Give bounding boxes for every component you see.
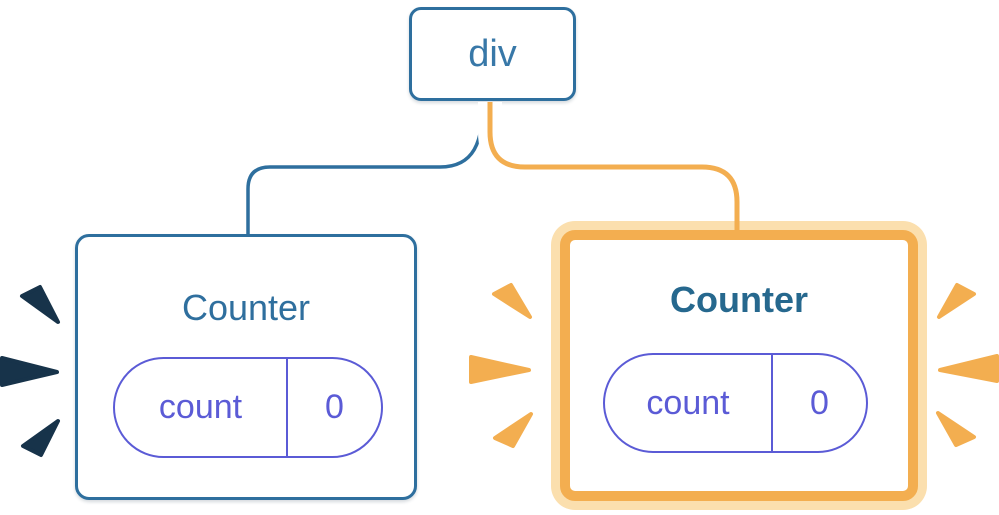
state-value: 0 xyxy=(771,355,866,451)
state-pill: count 0 xyxy=(113,357,383,458)
counter-card-left: Counter count 0 xyxy=(75,234,417,500)
spark-icon xyxy=(493,412,533,448)
node-div: div xyxy=(409,7,576,101)
edge-highlight-halo xyxy=(478,102,749,221)
state-pill: count 0 xyxy=(603,353,868,453)
sparks-right-counter-left-side xyxy=(469,283,533,448)
spark-icon xyxy=(21,419,60,457)
spark-icon xyxy=(469,355,531,384)
edge-div-to-left-counter xyxy=(246,101,485,237)
counter-title: Counter xyxy=(670,279,808,320)
spark-icon xyxy=(938,354,999,383)
counter-card-right-glow: Counter count 0 xyxy=(551,221,927,510)
counter-card-right: Counter count 0 xyxy=(560,230,918,501)
state-key: count xyxy=(646,383,730,422)
sparks-right-counter-right-side xyxy=(936,283,999,447)
spark-icon xyxy=(937,283,976,319)
node-div-label: div xyxy=(468,32,517,75)
counter-title: Counter xyxy=(181,287,311,328)
state-key: count xyxy=(158,388,243,426)
spark-icon xyxy=(0,356,59,387)
state-value: 0 xyxy=(286,359,381,456)
edge-div-to-right-counter xyxy=(487,102,740,233)
spark-icon xyxy=(936,411,976,447)
spark-icon xyxy=(20,285,60,324)
sparks-left-counter xyxy=(0,285,60,457)
spark-icon xyxy=(492,283,532,319)
